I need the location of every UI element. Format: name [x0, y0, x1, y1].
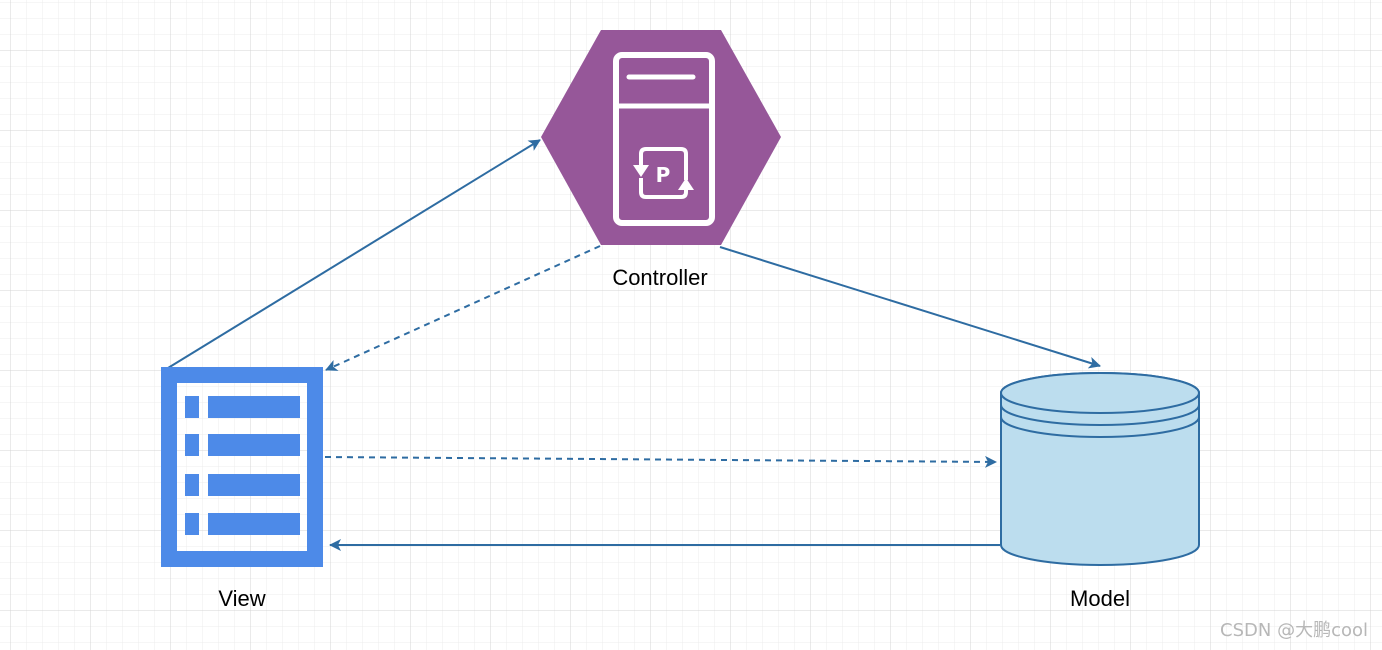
- server-icon: P: [613, 52, 715, 226]
- model-label: Model: [1070, 586, 1130, 611]
- database-ring-1: [1000, 404, 1200, 426]
- database-top: [1000, 372, 1200, 414]
- edge-view-to-controller[interactable]: [167, 139, 541, 369]
- edge-controller-to-model[interactable]: [719, 246, 1101, 369]
- edge-view-to-model[interactable]: [324, 455, 997, 468]
- view-node[interactable]: [161, 367, 323, 567]
- svg-text:P: P: [656, 163, 671, 187]
- controller-hexagon: [541, 30, 781, 245]
- list-icon: [185, 396, 300, 535]
- model-node[interactable]: [1000, 372, 1200, 566]
- controller-node[interactable]: P: [541, 30, 781, 245]
- watermark: CSDN @大鹏cool: [1220, 620, 1368, 641]
- controller-label: Controller: [612, 265, 708, 290]
- edges: [167, 139, 1101, 551]
- view-label: View: [218, 586, 266, 611]
- database-ring-2: [1000, 416, 1200, 438]
- view-frame: [161, 367, 323, 567]
